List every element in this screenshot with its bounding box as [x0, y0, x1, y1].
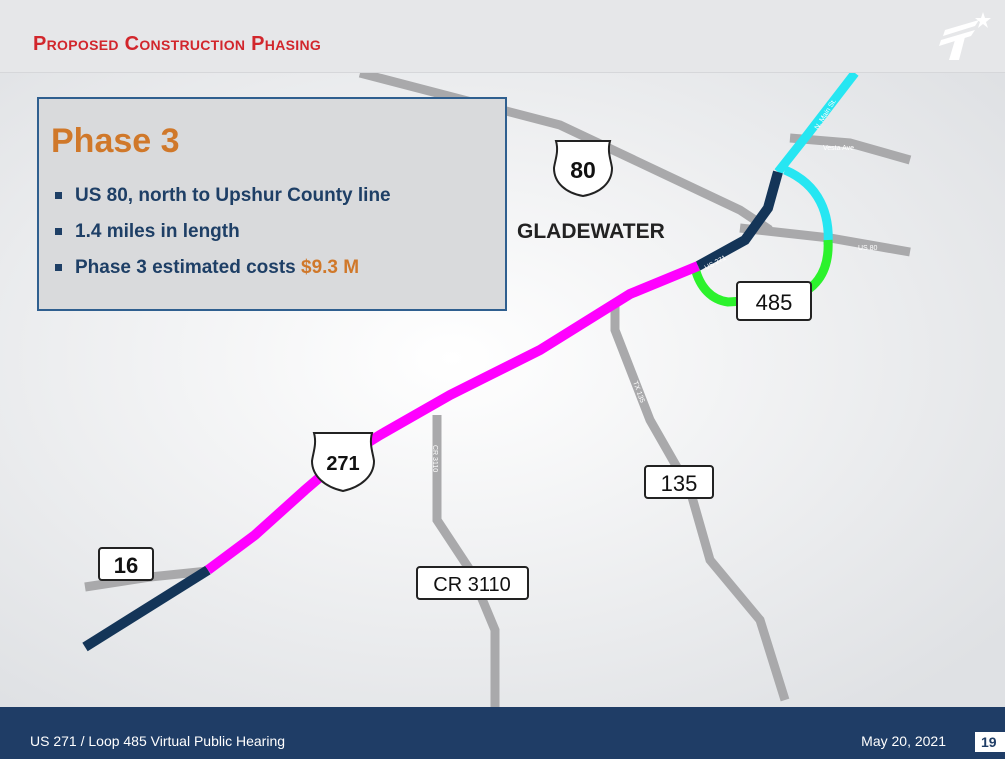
footer-date: May 20, 2021: [861, 733, 946, 749]
cr3110-sign: CR 3110: [416, 566, 529, 600]
footer-bar: US 271 / Loop 485 Virtual Public Hearing…: [0, 707, 1005, 759]
loop485-north-segment: [774, 73, 859, 175]
bullet-limits: US 80, north to Upshur County line: [55, 185, 391, 221]
us80-shield-number: 80: [570, 157, 596, 183]
cr3110-text: CR 3110: [433, 574, 510, 596]
town-label: GLADEWATER: [517, 220, 665, 243]
loop485-east-segment: [783, 165, 833, 246]
phase-info-box: Phase 3 US 80, north to Upshur County li…: [37, 97, 507, 311]
footer-title: US 271 / Loop 485 Virtual Public Hearing: [30, 733, 286, 749]
cost-value: $9.3 M: [301, 257, 360, 278]
cost-label: Phase 3 estimated costs: [75, 257, 301, 278]
us271-shield-icon: 271: [310, 432, 376, 493]
loop485-number: 485: [756, 290, 793, 315]
us271-shield-number: 271: [326, 453, 359, 475]
phase-bullet-list: US 80, north to Upshur County line 1.4 m…: [55, 185, 391, 293]
sh135-sign: 135: [644, 465, 714, 499]
us271-existing-south: [82, 565, 211, 652]
sh135-number: 135: [661, 471, 698, 496]
bullet-cost: Phase 3 estimated costs $9.3 M: [55, 257, 391, 293]
us271-existing-north: [695, 170, 783, 271]
fm16-sign: 16: [98, 547, 154, 581]
phase3-segment: [205, 261, 700, 575]
phase-title: Phase 3: [51, 122, 180, 160]
page-number: 19: [975, 732, 1005, 752]
bullet-length: 1.4 miles in length: [55, 221, 391, 257]
label-cr3110-road: CR 3110: [431, 445, 438, 472]
label-us80-road: US 80: [858, 245, 878, 252]
txdot-star-icon: [939, 12, 991, 60]
label-vesta-ave: Vesta Ave: [823, 145, 854, 152]
loop485-sign: 485: [736, 281, 812, 321]
us80-shield-icon: 80: [552, 140, 614, 198]
header-bar: Proposed Construction Phasing: [0, 0, 1005, 73]
road-vesta-ave: [789, 133, 912, 165]
slide-title: Proposed Construction Phasing: [33, 33, 322, 55]
fm16-number: 16: [114, 553, 138, 578]
